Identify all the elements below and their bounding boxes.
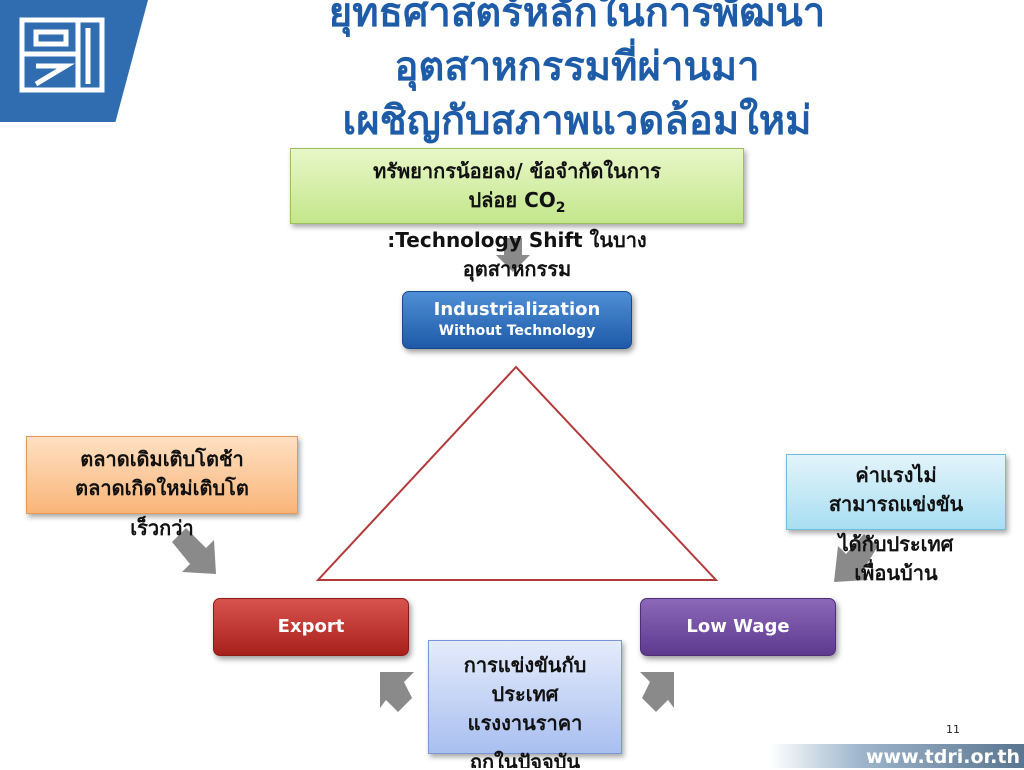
wage-competition-box: ค่าแรงไม่ สามารถแข่งขัน bbox=[786, 454, 1006, 530]
export-node: Export bbox=[213, 598, 409, 656]
tdri-logo bbox=[19, 17, 105, 93]
cheap-labor-box: การแข่งขันกับ ประเทศ แรงงานราคา bbox=[428, 640, 622, 754]
cheap-labor-line-1: การแข่งขันกับ bbox=[463, 653, 587, 677]
market-line-1: ตลาดเดิมเติบโตช้า bbox=[80, 447, 244, 471]
slide-title: ยุทธศาสตร์หลักในการพัฒนา อุตสาหกรรมที่ผ่… bbox=[150, 0, 1004, 148]
market-line-2: ตลาดเกิดใหม่เติบโต bbox=[75, 476, 249, 500]
low-wage-node: Low Wage bbox=[640, 598, 836, 656]
title-line-2: อุตสาหกรรมที่ผ่านมา bbox=[394, 44, 760, 90]
technology-shift-text: :Technology Shift ในบาง อุตสาหกรรม bbox=[290, 226, 744, 284]
industrialization-node: Industrialization Without Technology bbox=[402, 291, 632, 349]
arrow-to-lowwage-icon bbox=[834, 534, 878, 582]
cheap-labor-line-3: แรงงานราคา bbox=[467, 711, 583, 735]
arrow-down-icon bbox=[496, 238, 530, 272]
arrow-to-lowwage-from-bottom-icon bbox=[640, 672, 674, 712]
arrow-to-export-icon bbox=[172, 528, 216, 574]
industrialization-sublabel: Without Technology bbox=[438, 323, 596, 339]
wage-overflow-text: ได้กับประเทศ เพื่อนบ้าน bbox=[786, 530, 1006, 588]
footer-url: www.tdri.or.th bbox=[866, 746, 1020, 768]
wage-line-1: ค่าแรงไม่ bbox=[855, 463, 937, 487]
cheap-labor-line-2: ประเทศ bbox=[491, 682, 559, 706]
resource-line-1: ทรัพยากรน้อยลง/ ข้อจำกัดในการ bbox=[373, 159, 661, 183]
resource-constraint-box: ทรัพยากรน้อยลง/ ข้อจำกัดในการ ปล่อย CO2 bbox=[290, 148, 744, 224]
page-number: 11 bbox=[946, 723, 960, 736]
industrialization-label: Industrialization bbox=[433, 299, 601, 320]
technology-shift-th: ในบาง bbox=[582, 228, 647, 252]
technology-shift-en: :Technology Shift bbox=[387, 228, 583, 252]
co2-label: CO bbox=[524, 188, 556, 212]
technology-shift-line-2: อุตสาหกรรม bbox=[462, 257, 572, 281]
market-growth-box: ตลาดเดิมเติบโตช้า ตลาดเกิดใหม่เติบโต bbox=[26, 436, 298, 514]
market-overflow-text: เร็วกว่า bbox=[130, 516, 194, 540]
title-line-3: เผชิญกับสภาพแวดล้อมใหม่ bbox=[342, 98, 812, 144]
wage-overflow-line-1: ได้กับประเทศ bbox=[838, 532, 954, 556]
cheap-labor-overflow-text: ถูกในปัจจุบัน bbox=[469, 750, 581, 768]
wage-overflow-line-2: เพื่อนบ้าน bbox=[854, 561, 938, 585]
resource-line-2: ปล่อย CO2 bbox=[291, 186, 743, 223]
co2-subscript: 2 bbox=[555, 200, 566, 216]
footer-band bbox=[770, 744, 1024, 768]
resource-line-2-prefix: ปล่อย bbox=[468, 188, 525, 212]
center-triangle bbox=[315, 365, 719, 581]
arrow-to-export-from-bottom-icon bbox=[380, 672, 414, 712]
wage-line-2: สามารถแข่งขัน bbox=[828, 492, 964, 516]
title-line-1: ยุทธศาสตร์หลักในการพัฒนา bbox=[328, 0, 826, 36]
technology-shift-line-1: :Technology Shift ในบาง bbox=[290, 226, 744, 255]
